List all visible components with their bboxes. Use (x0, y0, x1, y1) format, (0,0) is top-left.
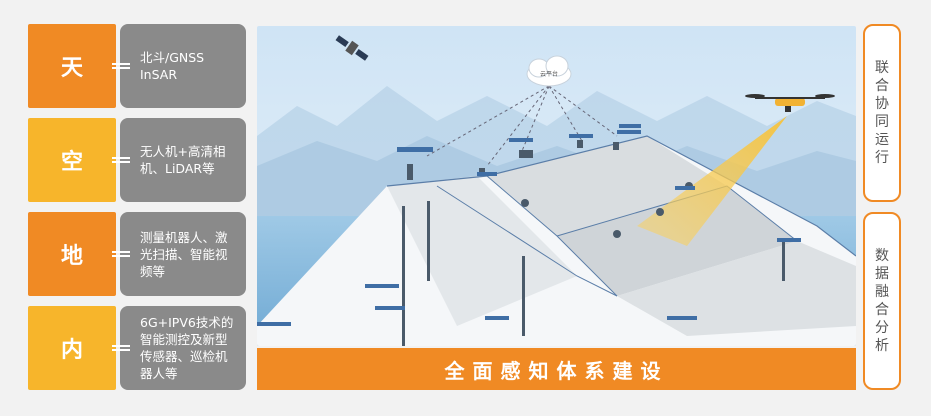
layer-tag: 天 (28, 24, 116, 108)
layer-description: 无人机+高清相机、LiDAR等 (120, 118, 246, 202)
link-icon (112, 342, 130, 354)
link-icon (112, 248, 130, 260)
layer-description: 6G+IPV6技术的智能测控及新型传感器、巡检机器人等 (120, 306, 246, 390)
layer-row-ground: 地 测量机器人、激光扫描、智能视频等 (28, 212, 246, 296)
side-box-label: 联合协同运行 (875, 60, 889, 166)
cloud-label: 云平台 (540, 70, 558, 78)
layer-row-internal: 内 6G+IPV6技术的智能测控及新型传感器、巡检机器人等 (28, 306, 246, 390)
perception-system-banner: 全面感知体系建设 (257, 348, 856, 390)
layer-row-air: 空 无人机+高清相机、LiDAR等 (28, 118, 246, 202)
side-box-data-fusion: 数据融合分析 (863, 212, 901, 390)
layer-tag: 地 (28, 212, 116, 296)
side-box-coordinated-operation: 联合协同运行 (863, 24, 901, 202)
layer-description: 测量机器人、激光扫描、智能视频等 (120, 212, 246, 296)
link-icon (112, 154, 130, 166)
dam-illustration: 云平台 (257, 26, 856, 346)
satellite-icon (335, 35, 369, 61)
dam-scene-svg: 云平台 (257, 26, 856, 346)
side-box-label: 数据融合分析 (875, 248, 889, 354)
drone-icon (745, 94, 835, 112)
link-icon (112, 60, 130, 72)
layer-description: 北斗/GNSS InSAR (120, 24, 246, 108)
layer-tag: 内 (28, 306, 116, 390)
layer-tag: 空 (28, 118, 116, 202)
layer-row-sky: 天 北斗/GNSS InSAR (28, 24, 246, 108)
cloud-icon (526, 55, 572, 87)
